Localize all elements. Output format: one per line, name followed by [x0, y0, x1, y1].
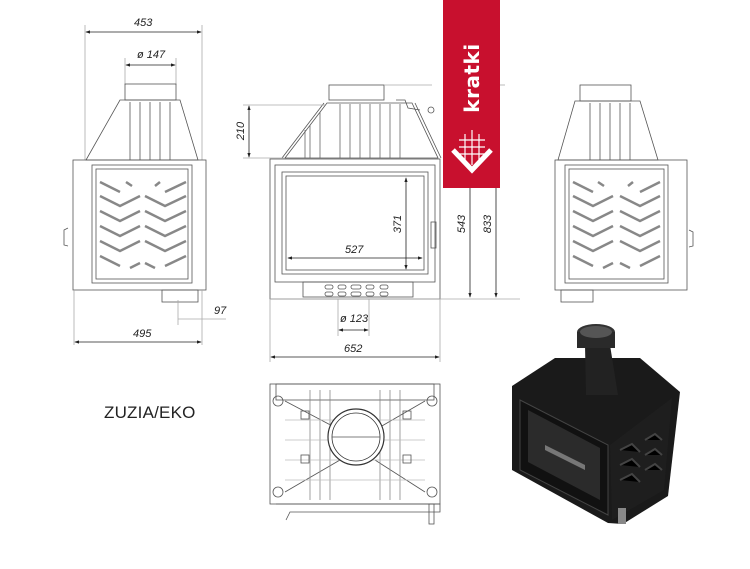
brand-logo: kratki	[443, 0, 500, 188]
dim-body-height: 543	[456, 214, 469, 234]
dim-front-total-width: 652	[344, 343, 363, 355]
dim-glass-height: 371	[392, 214, 405, 234]
dim-flue-diameter: ø 147	[137, 49, 166, 61]
dim-offset: 97	[214, 305, 227, 317]
front-view	[243, 84, 520, 362]
dim-total-height: 833	[482, 214, 495, 234]
model-name: ZUZIA/EKO	[104, 403, 196, 422]
grid-arrow-down-icon	[451, 130, 493, 174]
dim-depth: 495	[133, 328, 152, 340]
dim-glass-width: 527	[345, 244, 364, 256]
isometric-render	[512, 324, 680, 524]
top-view	[269, 383, 441, 525]
dim-hood-height: 210	[235, 121, 248, 141]
dim-air-inlet-diameter: ø 123	[340, 313, 369, 325]
dim-side-total-width: 453	[134, 17, 153, 29]
side-view-right	[554, 84, 694, 303]
side-view-left	[63, 25, 226, 345]
